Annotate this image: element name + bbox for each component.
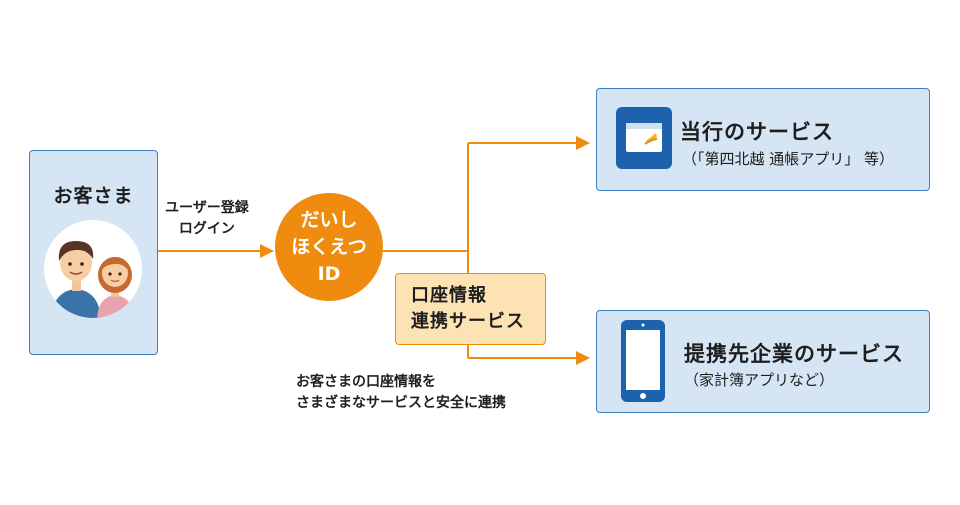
- description-text: お客さまの口座情報を さまざまなサービスと安全に連携: [296, 372, 506, 414]
- account-link-service-box: 口座情報 連携サービス: [395, 273, 546, 345]
- account-link-line1: 口座情報: [411, 285, 487, 306]
- id-line3: ID: [317, 262, 341, 285]
- passbook-app-icon: [616, 107, 672, 169]
- customer-box: お客さま: [29, 150, 158, 355]
- couple-illustration-icon: [44, 220, 142, 318]
- partner-service-box: 提携先企業のサービス （家計簿アプリなど）: [596, 310, 930, 413]
- partner-service-subtitle: （家計簿アプリなど）: [684, 371, 835, 389]
- id-line2: ほくえつ: [291, 235, 367, 258]
- account-link-line2: 連携サービス: [411, 311, 525, 332]
- bank-service-title: 当行のサービス: [680, 120, 834, 144]
- description-line2: さまざまなサービスと安全に連携: [296, 395, 506, 411]
- login-line: ログイン: [178, 221, 235, 237]
- id-line1: だいし: [300, 208, 358, 231]
- daishi-hokuetsu-id-circle: だいし ほくえつ ID: [275, 193, 383, 301]
- customer-title: お客さま: [53, 185, 134, 207]
- registration-line1: ユーザー登録: [165, 200, 249, 216]
- customer-avatar: [43, 219, 143, 319]
- bank-service-subtitle: （「第四北越 通帳アプリ」 等）: [682, 150, 895, 168]
- bank-service-box: 当行のサービス （「第四北越 通帳アプリ」 等）: [596, 88, 930, 191]
- registration-label: ユーザー登録 ログイン: [165, 198, 249, 240]
- smartphone-icon: [621, 320, 665, 402]
- partner-service-title: 提携先企業のサービス: [684, 342, 904, 366]
- description-line1: お客さまの口座情報を: [296, 374, 436, 390]
